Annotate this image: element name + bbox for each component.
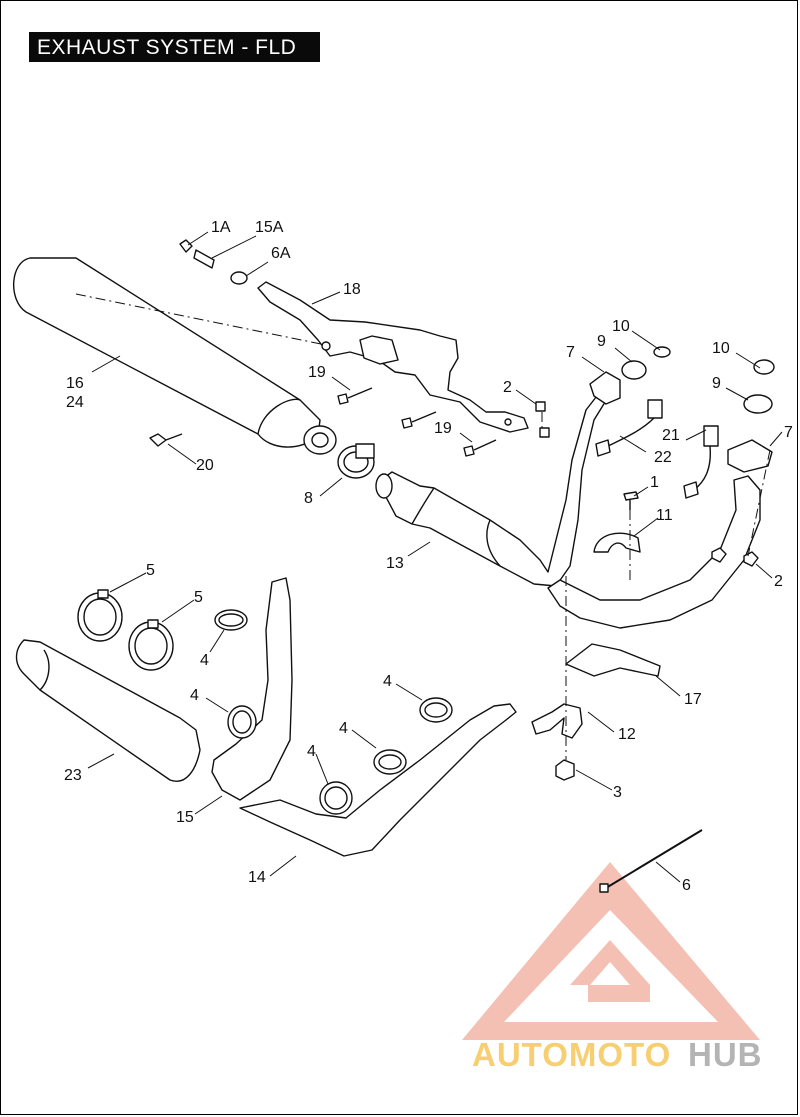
gasket-part-9-10-a	[621, 346, 671, 380]
hose-clamp-part-5-b	[128, 619, 174, 671]
muffler-part-16	[12, 257, 337, 455]
callout-4-c: 4	[383, 673, 392, 690]
callout-4-b: 4	[190, 687, 199, 704]
callout-10-a: 10	[612, 318, 630, 335]
bracket-part-11	[593, 532, 641, 553]
callout-9-b: 9	[712, 375, 721, 392]
callout-15: 15	[176, 809, 194, 826]
heat-shield-part-14	[239, 703, 517, 857]
watermark-text-automoto: AUTOMOTO	[472, 1036, 671, 1073]
bolt-part-20	[149, 433, 183, 447]
clamp-part-4-c	[419, 697, 453, 723]
callout-13: 13	[386, 555, 404, 572]
callout-5-a: 5	[146, 562, 155, 579]
bolt-part-19-c	[463, 439, 497, 457]
callout-16: 16	[66, 375, 84, 392]
callout-5-b: 5	[194, 589, 203, 606]
callout-19-a: 19	[308, 364, 326, 381]
callout-6A: 6A	[271, 245, 291, 262]
callout-18: 18	[343, 281, 361, 298]
clamp-part-4-d	[373, 749, 407, 775]
callout-21: 21	[662, 427, 680, 444]
callout-2-a: 2	[503, 379, 512, 396]
callout-12: 12	[618, 726, 636, 743]
clamp-part-4-e	[319, 781, 353, 815]
bracket-part-17	[565, 643, 661, 677]
page-title: EXHAUST SYSTEM - FLD	[37, 36, 297, 59]
watermark-text-hub: HUB	[688, 1036, 763, 1073]
callout-19-b: 19	[434, 420, 452, 437]
heat-shield-part-15	[211, 577, 293, 801]
title-banner: EXHAUST SYSTEM - FLD	[29, 32, 320, 62]
clamp-part-8	[337, 443, 375, 479]
callout-2-b: 2	[774, 573, 783, 590]
nut-part-2-a	[535, 401, 550, 438]
screw-part-1	[623, 491, 639, 510]
callout-4-d: 4	[339, 720, 348, 737]
callout-9-a: 9	[597, 333, 606, 350]
centerline	[75, 293, 327, 346]
callout-1: 1	[650, 474, 659, 491]
callout-24: 24	[66, 394, 84, 411]
callout-1A: 1A	[211, 219, 231, 236]
bolt-part-19-b	[401, 411, 437, 429]
bracket-part-12	[531, 703, 583, 739]
clamp-part-4-b	[227, 705, 257, 739]
callout-7-a: 7	[566, 344, 575, 361]
callout-17: 17	[684, 691, 702, 708]
centerline	[747, 449, 771, 557]
cable-tie-part-6	[599, 829, 703, 893]
rear-header-pipe	[547, 439, 773, 629]
nut-part-3	[555, 759, 575, 781]
callout-6: 6	[682, 877, 691, 894]
callout-10-b: 10	[712, 340, 730, 357]
gasket-part-9-10-b	[743, 359, 775, 414]
callout-23: 23	[64, 767, 82, 784]
nut-part-2-b	[711, 547, 759, 567]
mount-bracket-part-18	[257, 281, 529, 433]
oxygen-sensor-part-21	[683, 425, 719, 499]
callout-4-e: 4	[307, 743, 316, 760]
clamp-part-4-a	[214, 609, 248, 631]
leader-lines	[87, 231, 783, 883]
oxygen-sensor-part-22	[595, 399, 663, 457]
header-pipe-part-13	[375, 371, 621, 587]
heat-shield-part-23	[15, 639, 201, 782]
watermark-logo: AUTOMOTO HUB	[462, 862, 763, 1073]
callout-22: 22	[654, 449, 672, 466]
hose-clamp-part-5-a	[77, 589, 123, 642]
callout-20: 20	[196, 457, 214, 474]
callout-14: 14	[248, 869, 266, 886]
fastener-1A-15A-6A	[179, 239, 248, 285]
bolt-part-19-a	[337, 387, 373, 405]
callout-8: 8	[304, 490, 313, 507]
callout-7-b: 7	[784, 424, 793, 441]
callout-3: 3	[613, 784, 622, 801]
callout-11: 11	[656, 507, 673, 524]
callout-15A: 15A	[255, 219, 284, 236]
callout-4-a: 4	[200, 652, 209, 669]
